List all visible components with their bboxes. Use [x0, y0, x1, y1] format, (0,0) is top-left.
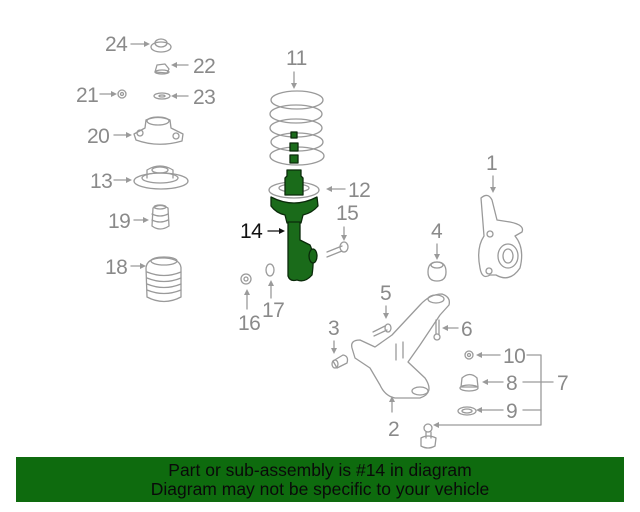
part-10	[464, 350, 474, 360]
callout-12[interactable]: 12	[348, 179, 371, 202]
callout-24[interactable]: 24	[105, 33, 128, 56]
part-9	[457, 406, 477, 416]
part-7-ball-joint	[420, 423, 437, 449]
callout-9[interactable]: 9	[506, 400, 518, 423]
part-16	[240, 273, 252, 285]
diagram-drawing	[99, 38, 554, 449]
part-23	[153, 92, 171, 100]
callout-14[interactable]: 14	[240, 220, 263, 243]
part-2-control-arm	[351, 293, 450, 399]
part-8	[459, 373, 479, 392]
callout-16[interactable]: 16	[238, 312, 261, 335]
part-3-bushing	[331, 354, 349, 369]
banner-line-disclaimer: Diagram may not be specific to your vehi…	[150, 479, 490, 499]
callout-4[interactable]: 4	[431, 220, 443, 243]
part-22	[154, 63, 170, 75]
part-21	[117, 89, 127, 99]
info-banner: Part or sub-assembly is #14 in diagram D…	[16, 457, 624, 502]
arrow-14	[267, 228, 285, 234]
part-18	[145, 256, 182, 303]
callout-10[interactable]: 10	[503, 345, 526, 368]
part-5-bolt	[372, 323, 392, 337]
callout-3[interactable]: 3	[328, 317, 340, 340]
callout-arrows	[99, 41, 554, 428]
part-17	[265, 263, 275, 277]
banner-line-part-number: Part or sub-assembly is #14 in diagram	[168, 460, 472, 480]
callout-15[interactable]: 15	[336, 202, 359, 225]
part-4	[427, 261, 447, 282]
callout-23[interactable]: 23	[193, 86, 216, 109]
part-24	[150, 38, 172, 53]
part-1-knuckle	[478, 194, 524, 279]
callout-2[interactable]: 2	[388, 418, 400, 441]
parts-diagram: 24 22 21 23 20 13 19 18 11 12 14 15 16 1…	[76, 33, 569, 449]
part-6-bolt	[433, 319, 441, 341]
callout-5[interactable]: 5	[380, 282, 392, 305]
callout-1[interactable]: 1	[486, 152, 498, 175]
callout-21[interactable]: 21	[76, 84, 99, 107]
callout-19[interactable]: 19	[108, 210, 131, 233]
callout-20[interactable]: 20	[87, 125, 110, 148]
callout-18[interactable]: 18	[105, 256, 128, 279]
callout-7[interactable]: 7	[557, 372, 569, 395]
part-15-bolt	[326, 241, 349, 258]
part-14-strut	[270, 131, 319, 282]
callout-22[interactable]: 22	[193, 55, 216, 78]
callout-17[interactable]: 17	[262, 299, 285, 322]
callout-13[interactable]: 13	[90, 170, 113, 193]
callout-11[interactable]: 11	[286, 47, 307, 70]
callout-8[interactable]: 8	[506, 372, 518, 395]
part-11-coil-spring	[269, 90, 325, 166]
callout-6[interactable]: 6	[461, 318, 473, 341]
part-13	[133, 165, 189, 190]
part-19	[151, 204, 170, 230]
part-20	[133, 116, 184, 145]
